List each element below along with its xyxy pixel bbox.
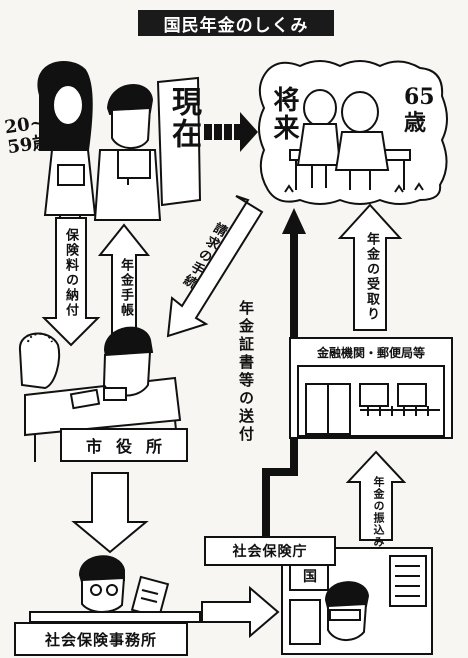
city-to-office-arrow — [71, 472, 149, 554]
handbook-label: 年金手帳 — [118, 258, 133, 318]
young-couple-illustration — [37, 61, 162, 232]
present-label: 現在 — [166, 86, 201, 150]
future-label: 将来 — [269, 86, 299, 142]
claim-arrow — [166, 195, 264, 338]
city-office-illustration — [18, 326, 182, 462]
bank-building-illustration — [289, 337, 453, 439]
dashed-arrow-right — [204, 112, 258, 152]
premium-arrow — [41, 217, 101, 347]
diagram-title: 国民年金のしくみ — [138, 10, 334, 36]
transfer-arrow — [345, 450, 407, 541]
receive-arrow — [337, 203, 403, 331]
agency-box: 社会保険庁 — [204, 536, 336, 566]
office-to-agency-arrow — [201, 585, 280, 639]
certificate-label: 年金証書等の送付 — [237, 300, 255, 444]
premium-label: 保険料の納付 — [63, 228, 78, 318]
elderly-couple-illustration — [284, 89, 424, 193]
social-office-illustration — [29, 555, 201, 623]
receive-label: 年金の受取り — [364, 232, 379, 322]
young-age-label: 20~59歳 — [3, 111, 52, 159]
certificate-arrowhead — [282, 208, 306, 234]
social-office-box: 社会保険事務所 — [14, 622, 188, 656]
city-office-box: 市役所 — [60, 428, 188, 462]
present-signboard — [156, 76, 202, 207]
bank-label: 金融機関・郵便局等 — [316, 346, 425, 360]
agency-seal-icon: 国 — [303, 569, 317, 585]
transfer-label: 年金の振込み — [372, 476, 385, 548]
elderly-age-label: 65歳 — [404, 84, 435, 136]
